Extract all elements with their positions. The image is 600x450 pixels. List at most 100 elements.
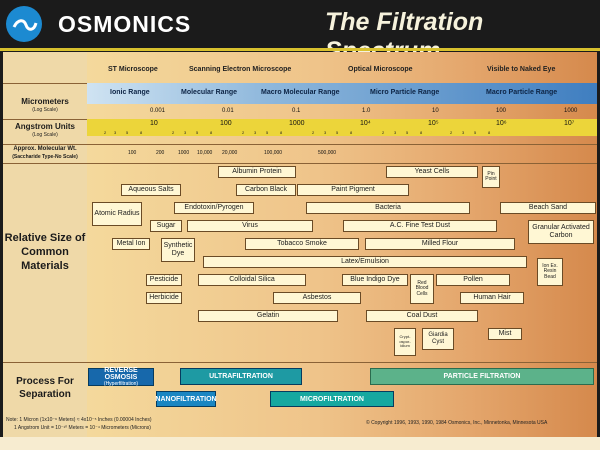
mw-value: 1000 xyxy=(178,150,190,156)
microscope-label: Optical Microscope xyxy=(348,66,413,73)
material-human-hair: Human Hair xyxy=(460,292,524,304)
angstrom-tick: 100 xyxy=(220,120,232,127)
material-yeast-cells: Yeast Cells xyxy=(386,166,478,178)
range-label: Macro Particle Range xyxy=(486,89,558,96)
range-label: Micro Particle Range xyxy=(370,89,440,96)
mw-value: 100,000 xyxy=(264,150,283,156)
material-paint-pigment: Paint Pigment xyxy=(297,184,409,196)
material-bacteria: Bacteria xyxy=(306,202,470,214)
angstrom-minor-tick: 5 xyxy=(474,130,477,135)
brand-name: OSMONICS xyxy=(58,11,192,37)
material-milled-flour: Milled Flour xyxy=(365,238,515,250)
material-colloidal-silica: Colloidal Silica xyxy=(198,274,306,286)
material-mist: Mist xyxy=(488,328,522,340)
row-label-angstrom-scale: (Log Scale) xyxy=(32,132,58,138)
angstrom-minor-tick: 8 xyxy=(140,130,143,135)
material-blue-indigo-dye: Blue Indigo Dye xyxy=(342,274,408,286)
row-label-micrometers-scale: (Log Scale) xyxy=(32,107,58,113)
angstrom-minor-tick: 2 xyxy=(104,130,107,135)
logo-wave-icon xyxy=(12,19,38,31)
angstrom-minor-tick: 5 xyxy=(406,130,409,135)
micrometer-tick: 100 xyxy=(496,108,507,114)
angstrom-tick: 10⁵ xyxy=(428,120,439,127)
row-divider xyxy=(3,163,597,164)
material-coal-dust: Coal Dust xyxy=(366,310,478,322)
material-ion-ex-resin-bead: Ion Ex. Resin Bead xyxy=(537,258,563,286)
material-granular-activated-carbon: Granular Activated Carbon xyxy=(528,220,594,244)
material-virus: Virus xyxy=(187,220,313,232)
row-label-mw-scale: (Saccharide Type-No Scale) xyxy=(12,154,78,160)
angstrom-minor-tick: 5 xyxy=(336,130,339,135)
footer-copyright: © Copyright 1996, 1993, 1990, 1984 Osmon… xyxy=(366,420,548,426)
angstrom-tick: 10 xyxy=(150,120,158,127)
mw-value: 10,000 xyxy=(197,150,213,156)
angstrom-minor-tick: 8 xyxy=(420,130,423,135)
material-carbon-black: Carbon Black xyxy=(236,184,296,196)
process-reverse-osmosis-label: REVERSE OSMOSIS xyxy=(104,367,138,381)
range-label: Molecular Range xyxy=(181,89,238,96)
material-herbicide: Herbicide xyxy=(146,292,182,304)
micrometer-tick: 1.0 xyxy=(362,108,371,114)
material-beach-sand: Beach Sand xyxy=(500,202,596,214)
material-atomic-radius: Atomic Radius xyxy=(92,202,142,226)
angstrom-minor-tick: 3 xyxy=(394,130,397,135)
angstrom-tick: 10⁶ xyxy=(496,120,507,127)
microscope-label: Visible to Naked Eye xyxy=(487,66,556,73)
process-nanofiltration: NANOFILTRATION xyxy=(155,391,217,407)
material-latex-emulsion: Latex/Emulsion xyxy=(203,256,527,268)
angstrom-minor-tick: 8 xyxy=(350,130,353,135)
material-metal-ion: Metal Ion xyxy=(112,238,150,250)
range-label: Macro Molecular Range xyxy=(261,89,340,96)
angstrom-tick: 10⁷ xyxy=(564,120,575,127)
angstrom-minor-tick: 5 xyxy=(196,130,199,135)
micrometer-tick: 10 xyxy=(432,108,439,114)
row-label-process: Process For Separation xyxy=(16,376,74,400)
angstrom-minor-tick: 2 xyxy=(172,130,175,135)
row-label-column xyxy=(3,52,87,437)
angstrom-minor-tick: 2 xyxy=(382,130,385,135)
material-pollen: Pollen xyxy=(436,274,510,286)
angstrom-minor-tick: 3 xyxy=(114,130,117,135)
size-range-band xyxy=(87,83,597,104)
micrometer-tick: 1000 xyxy=(564,108,578,114)
row-label-micrometers: Micrometers xyxy=(21,97,69,106)
material-aqueous-salts: Aqueous Salts xyxy=(121,184,181,196)
mw-value: 200 xyxy=(156,150,165,156)
footer-note-angstrom: 1 Angstrom Unit = 10⁻¹⁰ Meters = 10⁻⁴ Mi… xyxy=(14,425,151,431)
material-pin-point: Pin Point xyxy=(482,166,500,188)
row-divider xyxy=(3,144,597,145)
row-label-mw: Approx. Molecular Wt. xyxy=(13,146,77,152)
mw-value: 500,000 xyxy=(318,150,337,156)
material-endotoxin: Endotoxin/Pyrogen xyxy=(174,202,254,214)
angstrom-minor-tick: 3 xyxy=(462,130,465,135)
material-asbestos: Asbestos xyxy=(273,292,361,304)
angstrom-minor-tick: 2 xyxy=(242,130,245,135)
mw-value: 100 xyxy=(128,150,137,156)
angstrom-minor-tick: 2 xyxy=(450,130,453,135)
micrometer-tick: 0.01 xyxy=(222,108,234,114)
material-sugar: Sugar xyxy=(150,220,182,232)
process-reverse-osmosis-sub: (Hyperfiltration) xyxy=(103,381,139,387)
row-label-angstrom: Angstrom Units xyxy=(15,122,75,131)
angstrom-minor-tick: 3 xyxy=(254,130,257,135)
process-ultrafiltration: ULTRAFILTRATION xyxy=(180,368,302,385)
angstrom-minor-tick: 5 xyxy=(126,130,129,135)
micrometer-tick: 0.001 xyxy=(150,108,166,114)
micrometer-tick: 0.1 xyxy=(292,108,301,114)
row-label-relative-size: Relative Size of Common Materials xyxy=(4,232,86,272)
angstrom-minor-tick: 2 xyxy=(312,130,315,135)
title-rule xyxy=(0,48,600,51)
material-pesticide: Pesticide xyxy=(146,274,182,286)
angstrom-minor-tick: 3 xyxy=(184,130,187,135)
angstrom-minor-tick: 3 xyxy=(324,130,327,135)
angstrom-minor-tick: 8 xyxy=(488,130,491,135)
material-synthetic-dye: Synthetic Dye xyxy=(161,238,195,262)
footer-note-micron: Note: 1 Micron (1x10⁻⁶ Meters) ≈ 4x10⁻⁵ … xyxy=(6,417,152,423)
angstrom-minor-tick: 5 xyxy=(266,130,269,135)
material-giardia-cyst: Giardia Cyst xyxy=(422,328,454,350)
material-ac-fine-test-dust: A.C. Fine Test Dust xyxy=(343,220,497,232)
material-cryptosporidium: Crypt- ospor- idium xyxy=(394,328,416,356)
process-microfiltration: MICROFILTRATION xyxy=(270,391,394,407)
angstrom-tick: 1000 xyxy=(289,120,305,127)
